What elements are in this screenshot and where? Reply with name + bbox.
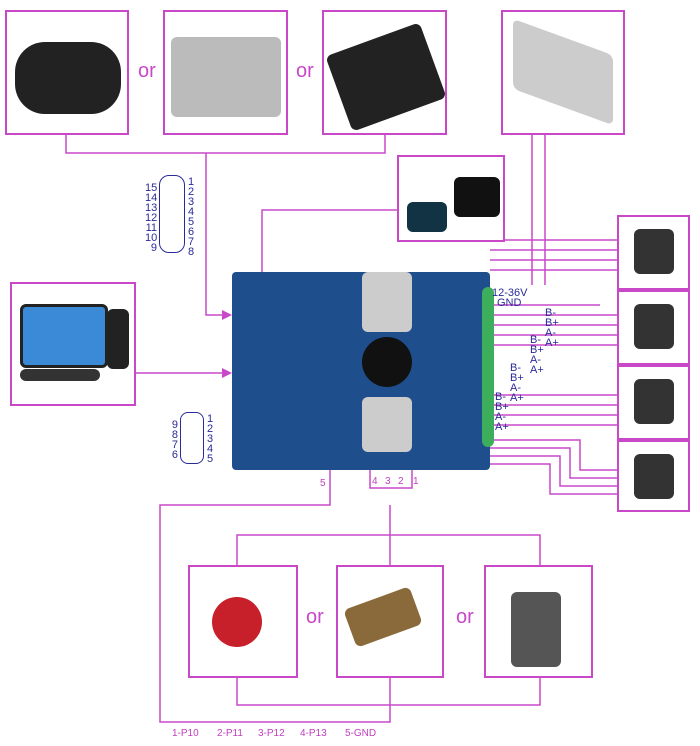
estop-box [188,565,298,678]
b-minus-label: B- [545,307,556,319]
power-label: 12-36V [492,287,528,299]
pin-2-label: 2 [398,476,404,487]
keyboard-image [20,369,100,381]
pin-number: 7 [188,236,195,248]
controller-board [232,272,494,470]
pin-number: 4 [207,443,214,455]
pin-number: 5 [188,216,195,228]
pin-4-label: 4 [372,476,378,487]
pin-number: 9 [150,242,157,254]
b-plus-label: B+ [495,401,509,413]
pin-number: 1 [207,413,214,425]
or-label: or [138,60,156,82]
handwheel-image [325,22,447,132]
limit-switch-box [484,565,593,678]
a-plus-label: A+ [530,364,544,376]
pendant-image [171,37,281,117]
pin-number: 5 [207,453,214,465]
legend-p12: 3-P12 [258,728,285,739]
fan [362,337,412,387]
pin-number: 6 [171,449,178,461]
limit-switch-image [511,592,561,667]
power-supply-image [513,18,613,126]
pin-number: 2 [207,423,214,435]
gamepad-image [15,42,121,114]
b-minus-label: B- [495,391,506,403]
motor-image [634,379,674,424]
motor-image [634,304,674,349]
db15-connector-outline [159,175,185,253]
motor-image [634,454,674,499]
b-plus-label: B+ [545,317,559,329]
stepper-motor-box-4 [617,440,690,512]
pin-number: 12 [145,212,158,224]
or-label: or [296,60,314,82]
gamepad-box [5,10,129,135]
terminal-block [482,287,494,447]
display-pcb [407,202,447,232]
power-supply-box [501,10,625,135]
stepper-motor-box-2 [617,290,690,365]
heatsink [362,272,412,332]
a-minus-label: A- [495,411,506,423]
pin-number: 3 [207,433,214,445]
b-minus-label: B- [510,362,521,374]
pin-number: 11 [145,222,157,234]
legend-p10: 1-P10 [172,728,199,739]
pin-number: 8 [171,429,178,441]
handwheel-box [322,10,447,135]
pin-5-label: 5 [320,478,326,489]
pc-tower-image [107,309,129,369]
gnd-label: GND [497,297,522,309]
a-minus-label: A- [510,382,521,394]
pin-number: 13 [145,202,158,214]
a-plus-label: A+ [510,392,524,404]
display-image [454,177,500,217]
legend-gnd: 5-GND [345,728,377,739]
pin-number: 2 [188,186,195,198]
stepper-motor-box-1 [617,215,690,290]
proximity-sensor-image [343,586,423,648]
pin-number: 8 [188,246,195,258]
computer-box [10,282,136,406]
motor-image [634,229,674,274]
pin-number: 4 [188,206,195,218]
display-box [397,155,505,242]
legend-p13: 4-P13 [300,728,327,739]
proximity-sensor-box [336,565,444,678]
a-plus-label: A+ [545,337,559,349]
pin-number: 10 [145,232,158,244]
pin-number: 9 [171,419,178,431]
or-label: or [306,606,324,628]
pin-number: 1 [188,176,195,188]
legend-p11: 2-P11 [217,728,243,739]
pin-number: 3 [188,196,195,208]
pin-number: 6 [188,226,195,238]
b-minus-label: B- [530,334,541,346]
stepper-motor-box-3 [617,365,690,440]
a-minus-label: A- [530,354,541,366]
estop-image [212,597,262,647]
pin-1-label: 1 [413,476,419,487]
pin-number: 15 [145,182,158,194]
pin-number: 7 [171,439,178,451]
pin-number: 14 [145,192,158,204]
pendant-box [163,10,288,135]
db9-connector-outline [180,412,204,464]
b-plus-label: B+ [510,372,524,384]
a-minus-label: A- [545,327,556,339]
a-plus-label: A+ [495,421,509,433]
heatsink [362,397,412,452]
monitor-image [20,304,108,368]
or-label: or [456,606,474,628]
pin-3-label: 3 [385,476,391,487]
b-plus-label: B+ [530,344,544,356]
